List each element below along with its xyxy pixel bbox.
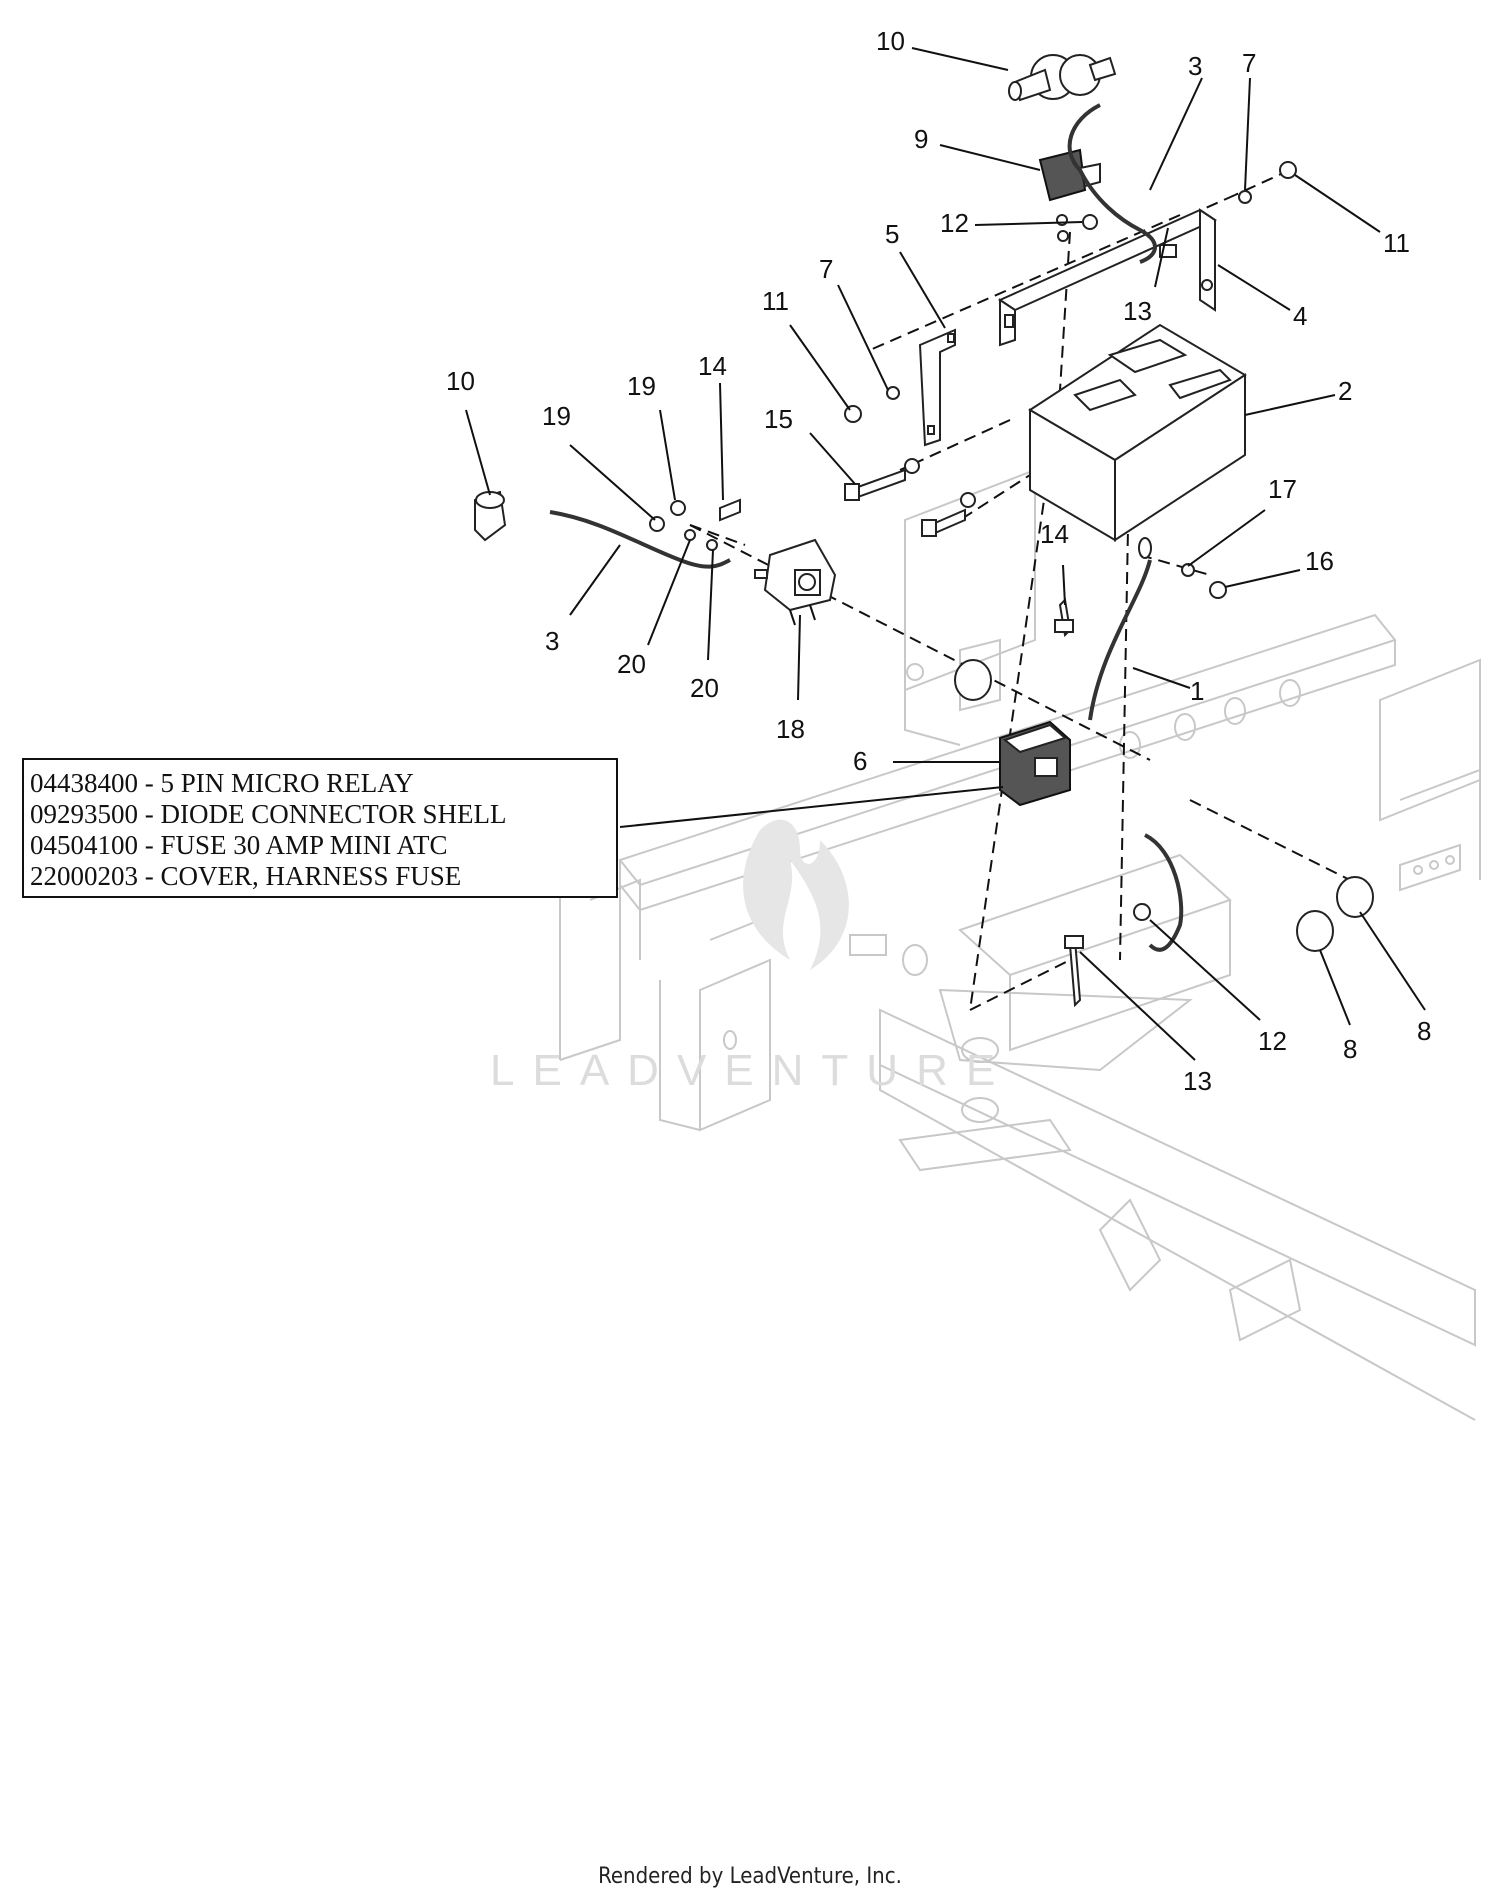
callout-6: 6 <box>853 746 867 776</box>
callout-14: 14 <box>1040 519 1069 549</box>
parts-note-line: 22000203 - COVER, HARNESS FUSE <box>30 861 462 891</box>
parts-note-line: 09293500 - DIODE CONNECTOR SHELL <box>30 799 507 829</box>
callout-5: 5 <box>885 219 899 249</box>
hardware <box>649 161 1374 1008</box>
callout-12: 12 <box>940 208 969 238</box>
terminal-boot-left <box>474 490 507 542</box>
terminal-boot-top <box>1008 54 1117 102</box>
callout-11: 11 <box>1383 228 1410 258</box>
callout-1: 1 <box>1190 676 1204 706</box>
callout-15: 15 <box>764 404 793 434</box>
cables <box>549 103 1184 952</box>
callout-19: 19 <box>542 401 571 431</box>
watermark-text: LEADVENTURE <box>490 1046 1013 1095</box>
callout-20: 20 <box>617 649 646 679</box>
callout-7: 7 <box>1242 48 1256 78</box>
callout-13: 13 <box>1123 296 1152 326</box>
callout-16: 16 <box>1305 546 1334 576</box>
callout-14: 14 <box>698 351 727 381</box>
callout-12: 12 <box>1258 1026 1287 1056</box>
callout-20: 20 <box>690 673 719 703</box>
callout-19: 19 <box>627 371 656 401</box>
callout-18: 18 <box>776 714 805 744</box>
callout-3: 3 <box>1188 51 1202 81</box>
parts-note-line: 04438400 - 5 PIN MICRO RELAY <box>30 768 414 798</box>
battery <box>1028 323 1247 542</box>
watermark: LEADVENTURE <box>490 819 1013 1095</box>
footer-credit: Rendered by LeadVenture, Inc. <box>598 1864 902 1889</box>
callout-7: 7 <box>819 254 833 284</box>
callout-4: 4 <box>1293 301 1307 331</box>
callout-10: 10 <box>446 366 475 396</box>
callout-3: 3 <box>545 626 559 656</box>
leader-lines <box>465 47 1426 1061</box>
callout-8: 8 <box>1417 1016 1431 1046</box>
mower-frame <box>559 468 1481 1421</box>
callout-17: 17 <box>1268 474 1297 504</box>
fuse-cover <box>999 720 1071 807</box>
callout-2: 2 <box>1338 376 1352 406</box>
solenoid-relay <box>754 538 837 626</box>
callout-13: 13 <box>1183 1066 1212 1096</box>
battery-bracket-top <box>997 208 1218 347</box>
callout-8: 8 <box>1343 1034 1357 1064</box>
callout-11: 11 <box>762 286 789 316</box>
parts-note-line: 04504100 - FUSE 30 AMP MINI ATC <box>30 830 448 860</box>
battery-bracket-side <box>918 328 956 447</box>
callout-9: 9 <box>914 124 928 154</box>
callout-labels: 10 3 7 9 12 11 5 7 11 13 4 2 10 19 19 14… <box>446 26 1431 1096</box>
callout-10: 10 <box>876 26 905 56</box>
parts-note-box: 04438400 - 5 PIN MICRO RELAY 09293500 - … <box>22 758 618 898</box>
